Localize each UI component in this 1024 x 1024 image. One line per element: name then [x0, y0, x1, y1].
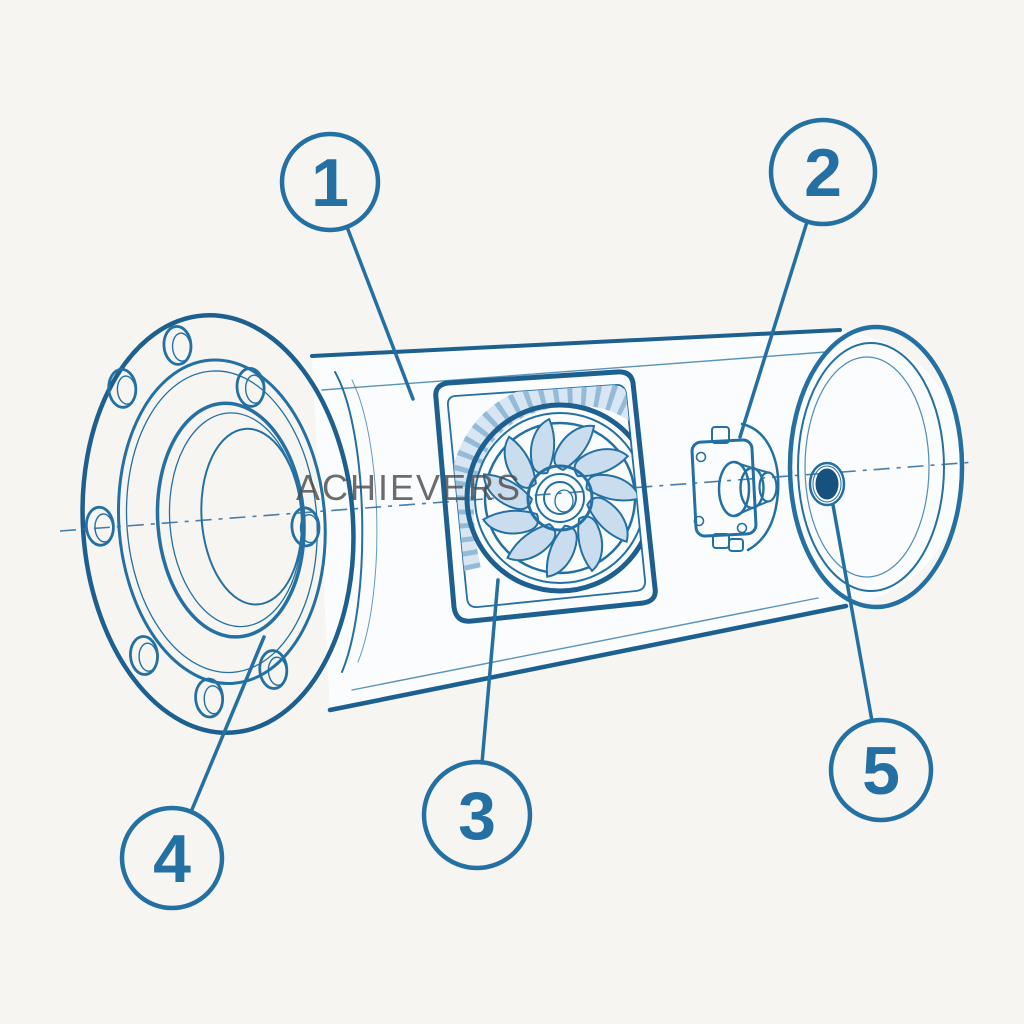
rotor-hub — [526, 464, 594, 532]
window-inner-frame — [446, 384, 646, 608]
housing-body — [310, 324, 965, 713]
body-top-edge — [310, 328, 842, 358]
sensor-top-tab — [711, 426, 730, 444]
callout-5: 5 — [828, 717, 934, 823]
body-bottom-inner-line — [351, 597, 819, 691]
callout-1-label: 1 — [311, 145, 349, 221]
window-outer-frame — [433, 369, 658, 624]
sensor-bolt — [736, 522, 748, 534]
callout-1: 1 — [279, 131, 381, 233]
port-dot — [808, 461, 846, 507]
end-cap — [787, 324, 965, 610]
body-bottom-edge — [327, 603, 849, 713]
callout-2: 2 — [768, 117, 878, 227]
callout-3-label: 3 — [458, 778, 496, 854]
leader-2 — [738, 220, 809, 439]
inlet-flange — [80, 313, 356, 735]
leader-5 — [831, 503, 874, 723]
inspection-window — [433, 369, 658, 624]
callout-4: 4 — [119, 805, 225, 911]
flange-neck-arc-inner — [351, 379, 378, 663]
leader-3 — [480, 578, 500, 765]
sensor-bolt — [695, 451, 707, 463]
sensor-bottom-tab-2 — [728, 538, 744, 552]
bore-interior — [200, 427, 303, 606]
callouts: 1 2 3 4 5 — [119, 117, 934, 911]
leader-lines — [189, 220, 874, 814]
flange-bore — [155, 401, 306, 639]
sensor-bolt — [693, 515, 705, 527]
callout-2-label: 2 — [804, 135, 842, 211]
callout-5-label: 5 — [862, 733, 900, 809]
leader-1 — [345, 225, 415, 401]
sensor-stepped-boss — [717, 460, 778, 518]
watermark-text: ACHIEVERS — [296, 467, 522, 508]
flange-neck-arc — [334, 371, 364, 673]
leader-4 — [189, 635, 266, 814]
callout-3: 3 — [421, 759, 533, 871]
sensor-back-plate — [740, 422, 780, 552]
callout-4-label: 4 — [153, 821, 191, 897]
flange-bolt-holes — [84, 325, 321, 719]
sensor-boss — [690, 422, 780, 552]
